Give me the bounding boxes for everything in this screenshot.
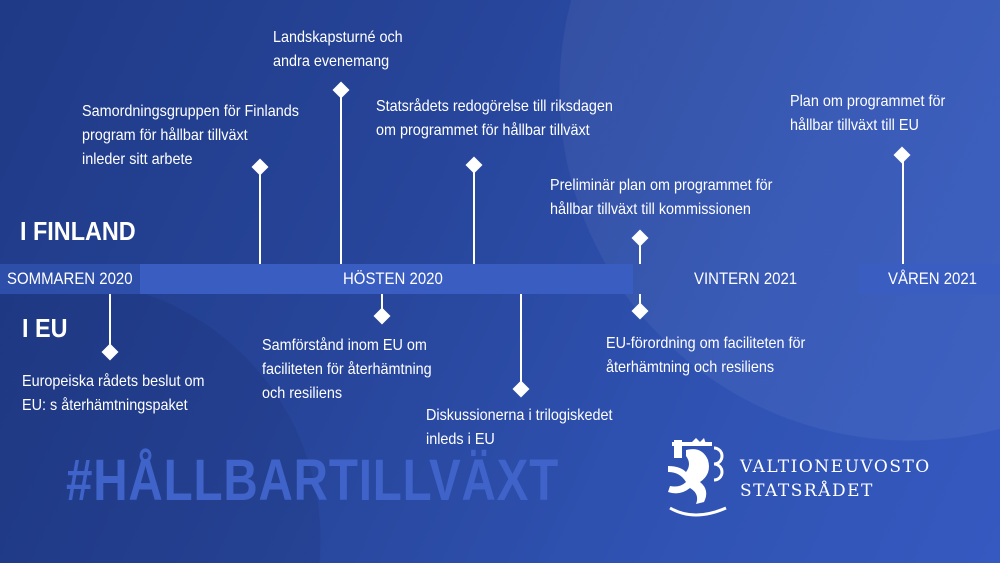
text-line: program för hållbar tillväxt (82, 127, 248, 144)
period-autumn: HÖSTEN 2020 (343, 269, 443, 288)
eu-event-3: Diskussionerna i trilogiskedet inleds i … (426, 404, 612, 452)
stem (381, 294, 383, 316)
text-line: Statsrådets redogörelse till riksdagen (376, 98, 613, 115)
text-line: Europeiska rådets beslut om (22, 373, 205, 390)
text-line: återhämtning och resiliens (606, 359, 775, 376)
finland-event-4: Preliminär plan om programmet för hållba… (550, 174, 772, 222)
diamond-marker (332, 81, 350, 99)
text-line: Diskussionerna i trilogiskedet (426, 407, 613, 424)
text-line: Preliminär plan om programmet för (550, 177, 773, 194)
diamond-marker (631, 229, 649, 247)
eu-event-2: Samförstånd inom EU om faciliteten för å… (262, 334, 432, 406)
finland-event-5: Plan om programmet för hållbar tillväxt … (790, 90, 945, 138)
stem (259, 168, 261, 264)
stem (109, 294, 111, 352)
bar-summer (0, 264, 140, 294)
finland-event-3: Statsrådets redogörelse till riksdagen o… (376, 95, 613, 143)
text-line: andra evenemang (273, 53, 390, 70)
stem (902, 156, 904, 264)
text-line: EU: s återhämtningspaket (22, 397, 188, 414)
text-line: om programmet för hållbar tillväxt (376, 122, 590, 139)
text-line: inleder sitt arbete (82, 151, 193, 168)
finland-event-2: Landskapsturné och andra evenemang (273, 26, 403, 74)
stem (639, 238, 641, 264)
stem (473, 166, 475, 264)
period-winter: VINTERN 2021 (694, 269, 798, 288)
text-line: hållbar tillväxt till EU (790, 117, 919, 134)
lion-crest-icon (668, 438, 727, 517)
text-line: Plan om programmet för (790, 93, 946, 110)
text-line: faciliteten för återhämtning (262, 361, 432, 378)
text-line: EU-förordning om faciliteten för (606, 335, 806, 352)
eu-event-1: Europeiska rådets beslut om EU: s återhä… (22, 370, 205, 418)
stem (340, 90, 342, 264)
eu-header: I EU (22, 313, 68, 343)
logo-line2: STATSRÅDET (740, 481, 874, 501)
finland-event-1: Samordningsgruppen för Finlands program … (82, 100, 299, 172)
text-line: Samordningsgruppen för Finlands (82, 103, 299, 120)
period-summer: SOMMAREN 2020 (7, 269, 133, 288)
logo-line1: VALTIONEUVOSTO (740, 457, 931, 477)
diamond-marker (373, 307, 391, 325)
text-line: och resiliens (262, 385, 343, 402)
stem (520, 294, 522, 388)
finland-header: I FINLAND (20, 216, 136, 246)
diamond-marker (893, 146, 911, 164)
hashtag: #HÅLLBARTILLVÄXT (66, 448, 560, 513)
diamond-marker (512, 380, 530, 398)
eu-event-4: EU-förordning om faciliteten för återhäm… (606, 332, 805, 380)
diamond-marker (101, 343, 119, 361)
stem (639, 294, 641, 310)
diamond-marker (465, 156, 483, 174)
diamond-marker (631, 302, 649, 320)
bar-spring (859, 264, 1000, 294)
bar-autumn (140, 264, 633, 294)
text-line: Landskapsturné och (273, 29, 403, 46)
text-line: hållbar tillväxt till kommissionen (550, 201, 751, 218)
text-line: Samförstånd inom EU om (262, 337, 427, 354)
period-spring: VÅREN 2021 (888, 269, 977, 288)
text-line: inleds i EU (426, 431, 495, 448)
